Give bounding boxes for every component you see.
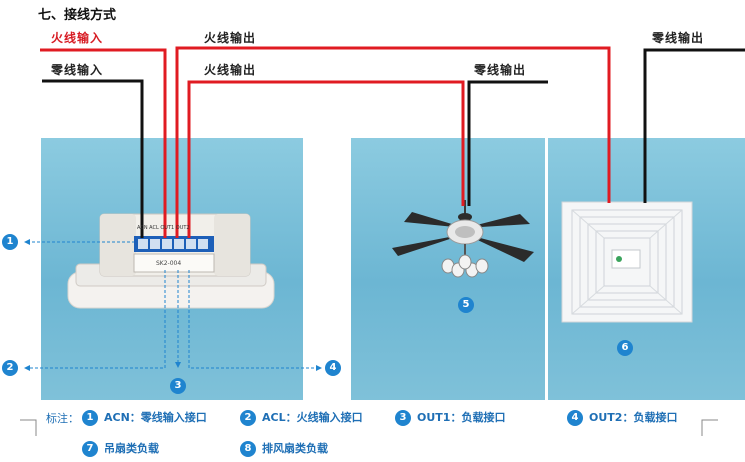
- exhaust-fan: [561, 201, 693, 323]
- legend-badge-1: 1: [82, 410, 98, 426]
- live-output-label-fan: 火线输出: [204, 63, 257, 77]
- callout-arrowheads: [24, 239, 322, 371]
- legend-badge-2: 2: [240, 410, 256, 426]
- smart-switch-device: [67, 213, 275, 309]
- section-title: 七、接线方式: [38, 8, 117, 23]
- callout-badge-5: 5: [458, 297, 474, 313]
- device-terminal-label: ACN ACL OUT1 OUT2: [137, 225, 190, 231]
- legend-text-2: ACL：火线输入接口: [262, 411, 363, 424]
- legend-text-3: OUT1：负载接口: [417, 411, 506, 424]
- live-output-label-top: 火线输出: [204, 31, 257, 45]
- legend-badge-4: 4: [567, 410, 583, 426]
- legend-badge-3: 3: [395, 410, 411, 426]
- legend-text-7: 吊扇类负载: [104, 442, 159, 455]
- legend-text-8: 排风扇类负载: [262, 442, 328, 455]
- neutral-output-label-fan: 零线输出: [474, 63, 527, 77]
- device-model-label: SK2-004: [156, 260, 182, 267]
- live-input-label: 火线输入: [51, 31, 104, 45]
- legend-badge-7: 7: [82, 441, 98, 457]
- callout-leaders: [27, 241, 318, 369]
- live-wires: [40, 46, 611, 238]
- legend-text-1: ACN：零线输入接口: [104, 411, 207, 424]
- callout-badge-2: 2: [2, 360, 18, 376]
- neutral-input-label: 零线输入: [51, 63, 104, 77]
- callout-badge-4: 4: [325, 360, 341, 376]
- legend-badge-8: 8: [240, 441, 256, 457]
- ceiling-fan: [392, 200, 534, 278]
- callout-badge-3: 3: [170, 378, 186, 394]
- callout-badge-1: 1: [2, 234, 18, 250]
- legend-brackets: [20, 419, 718, 436]
- neutral-wires: [42, 48, 745, 238]
- legend-prefix: 标注：: [46, 412, 79, 425]
- callout-badge-6: 6: [617, 340, 633, 356]
- neutral-output-label-exhaust: 零线输出: [652, 31, 705, 45]
- legend-text-4: OUT2：负载接口: [589, 411, 678, 424]
